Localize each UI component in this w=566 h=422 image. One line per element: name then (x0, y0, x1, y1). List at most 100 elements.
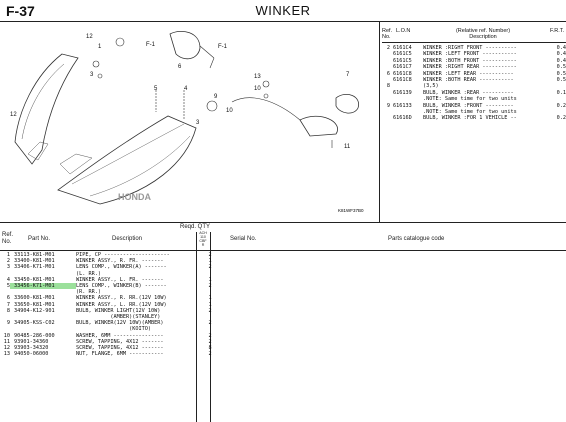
parts-table-row: 13 94050-06000 NUT, FLANGE, 6MM ----------… (0, 351, 566, 357)
part-qty: 2 (208, 307, 212, 314)
ref-frt: 0.1 (556, 89, 566, 96)
parts-header-description: Description (112, 236, 143, 242)
part-description: LENS COMP., WINKER(A) ------- (76, 264, 167, 271)
callout-1: 1 (98, 44, 102, 50)
ref-header-refno: Ref. No. (382, 28, 393, 40)
ref-frt: 0.2 (556, 102, 566, 109)
ref-desc: WINKER :LEFT REAR ----------- (423, 70, 514, 77)
part-qty: 2 (208, 252, 212, 258)
part-number: 93903-34320 (14, 345, 49, 352)
parts-header-reqdqty: Reqd. QTY (180, 224, 211, 230)
ref-desc: WINKER :BOTH REAR ----------- (423, 77, 514, 84)
part-qty: 1 (208, 301, 212, 308)
parts-table-top-divider (0, 222, 566, 223)
ref-refno: 6 (386, 70, 390, 77)
ref-lon: 6161C4 (393, 45, 412, 51)
part-description: (KOITO) (76, 326, 151, 333)
ref-table: Ref. No. L.O.N (Relative ref. Number) De… (382, 28, 566, 122)
rear-winker-lens (335, 94, 360, 114)
right-panel-divider (379, 22, 380, 222)
part-number: 90485-286-000 (14, 332, 55, 339)
callout-4: 4 (184, 86, 188, 92)
page-title: WINKER (255, 3, 311, 18)
callout-10: 10 (254, 86, 261, 92)
parts-header-qty-sub: ACH 110 CBF R (199, 231, 207, 247)
callout-3-b: 3 (196, 120, 200, 126)
part-number: 33113-K81-M01 (14, 252, 55, 258)
callout-6: 6 (178, 64, 182, 70)
part-description: (R. RR.) (76, 289, 101, 296)
parts-table-rows: 1 33113-K81-M01 PIPE, CP -----------------… (0, 252, 566, 357)
ref-lon: 6161C5 (393, 51, 412, 58)
callout-12: 12 (86, 34, 93, 40)
part-qty: 2 (208, 338, 212, 345)
ref-lon: 6161C8 (393, 70, 412, 77)
ref-header-desc: (Relative ref. Number) Description (424, 28, 542, 40)
part-description: PIPE, CP --------------------- (76, 252, 170, 258)
callout-13: 13 (254, 74, 261, 80)
callout-3: 3 (90, 72, 94, 78)
part-refno: 3 (6, 264, 10, 271)
ref-frt: 0.2 (556, 115, 566, 122)
part-description: BULB, WINKER(12V 10W)(AMBER) (76, 320, 164, 327)
part-qty: 8 (208, 345, 212, 352)
ref-header-description: Description (469, 34, 497, 40)
part-refno: 13 (3, 351, 10, 358)
ref-frt: 0.5 (556, 70, 566, 77)
parts-header-serial: Serial No. (230, 236, 257, 242)
part-qty: 1 (208, 258, 212, 265)
part-number: 94050-06000 (14, 351, 49, 358)
part-refno: 11 (3, 338, 10, 345)
callout-11: 11 (344, 144, 351, 150)
part-number: 33456-K71-M01 (10, 283, 76, 290)
ref-lon: 61616D (393, 115, 412, 122)
front-winker-lens (169, 31, 201, 60)
part-number: 34904-K12-901 (14, 307, 55, 314)
part-description: WINKER ASSY., L. RR.(12V 10W) (76, 301, 167, 308)
callout-7: 7 (346, 72, 350, 78)
ref-desc: BULB, WINKER :REAR ---------- (423, 89, 514, 96)
part-number: 33650-K81-M01 (14, 301, 55, 308)
part-refno: 2 (6, 258, 10, 265)
parts-table-row: 3 33406-K71-M01 LENS COMP., WINKER(A) ----… (0, 264, 566, 270)
front-winker-housing (14, 53, 79, 165)
ref-desc: .NOTE: Same time for two units (423, 96, 517, 103)
part-number: 33406-K71-M01 (14, 264, 55, 271)
bulb-socket (206, 100, 218, 112)
callout-f1: F-1 (146, 42, 156, 48)
part-qty: 2 (208, 351, 212, 358)
ref-desc: BULB, WINKER :FOR 1 VEHICLE -- (423, 115, 517, 122)
part-qty: 2 (208, 320, 212, 327)
ref-desc: WINKER :BOTH FRONT ----------- (423, 57, 517, 64)
callout-12-b: 12 (10, 112, 17, 118)
exploded-diagram: 12 1 F-1 6 F-1 3 13 10 7 5 4 9 10 12 3 1… (0, 24, 378, 220)
part-description: (AMBER)(STANLEY) (76, 314, 161, 321)
part-qty: 2 (208, 264, 212, 271)
parts-table-row: (R. RR.) (0, 289, 566, 295)
part-refno: 8 (6, 307, 10, 314)
ref-table-row: 616139 BULB, WINKER :REAR ---------- 0.1 (382, 90, 566, 96)
ref-desc: WINKER :RIGHT FRONT ---------- (423, 45, 517, 51)
ref-lon: 616139 (393, 89, 412, 96)
ref-desc: (3,5) (423, 83, 439, 90)
ref-refno: 9 (386, 102, 390, 109)
part-description: NUT, FLANGE, 6MM ----------- (76, 351, 164, 358)
rear-winker (299, 115, 338, 137)
ref-lon: 616133 (393, 102, 412, 109)
part-description: WINKER ASSY., R. FR. ------- (76, 258, 164, 265)
ref-frt: 0.4 (556, 57, 566, 64)
ref-lon: 6161C8 (393, 77, 412, 84)
part-description: (L. RR.) (76, 270, 101, 277)
parts-header-refno: Ref. No. (2, 232, 14, 245)
